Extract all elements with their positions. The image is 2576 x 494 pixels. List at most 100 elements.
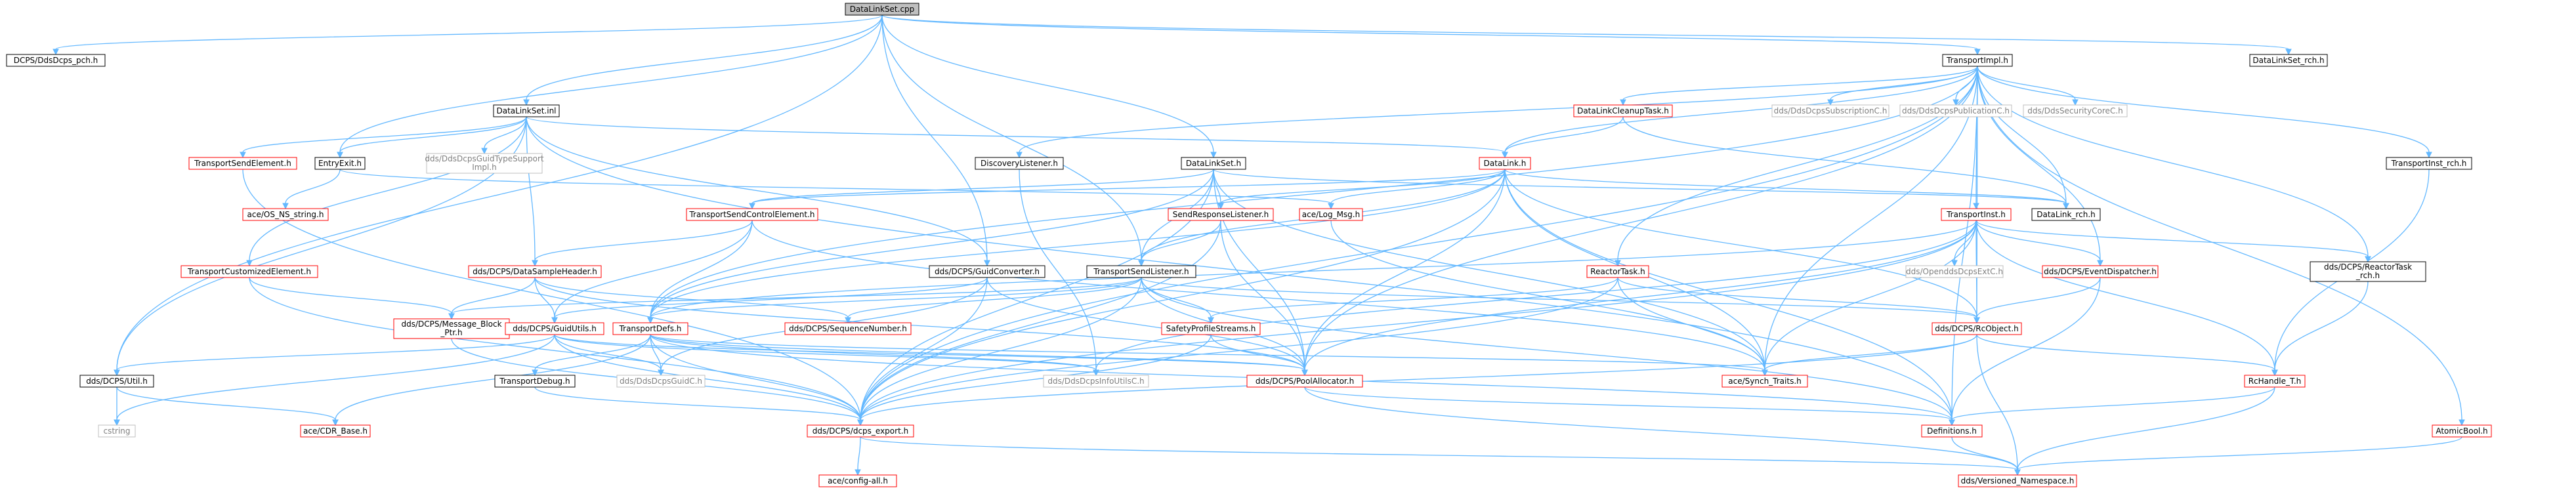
node-guidconv[interactable]: dds/DCPS/GuidConverter.h — [929, 265, 1045, 278]
node-reactorrch[interactable]: dds/DCPS/ReactorTask_rch.h — [2310, 261, 2426, 282]
node-rchandle[interactable]: RcHandle_T.h — [2244, 375, 2306, 388]
node-osns[interactable]: ace/OS_NS_string.h — [242, 208, 329, 221]
edge-datalinkh-to-definitions — [1504, 169, 1953, 421]
node-synchtraits[interactable]: ace/Synch_Traits.h — [1721, 375, 1808, 388]
edge-dcpsexport-to-aceconfig — [857, 436, 861, 470]
node-label: TransportImpl.h — [1946, 56, 2008, 65]
node-rcobj[interactable]: dds/DCPS/RcObject.h — [1932, 322, 2022, 335]
edge-arrowhead — [1210, 152, 1217, 159]
node-cdrbase[interactable]: ace/CDR_Base.h — [300, 424, 371, 438]
edge-tdefs-to-synchtraits — [650, 334, 1765, 371]
node-sendresp[interactable]: SendResponseListener.h — [1168, 208, 1274, 221]
node-safety[interactable]: SafetyProfileStreams.h — [1161, 322, 1261, 335]
node-box — [300, 424, 371, 438]
edge-arrowhead — [523, 99, 530, 106]
edge-dlsinl-to-datalinkh — [526, 116, 1506, 153]
node-cstring[interactable]: cstring — [98, 424, 136, 438]
node-guidutils[interactable]: dds/DCPS/GuidUtils.h — [505, 322, 604, 335]
edge-sendresp-to-dcpsexport — [860, 220, 1221, 421]
edge-arrowhead — [1762, 369, 1768, 377]
node-dlsrch[interactable]: DataLinkSet_rch.h — [2249, 54, 2328, 67]
node-dlrch[interactable]: DataLink_rch.h — [2031, 208, 2101, 221]
edge-arrowhead — [240, 152, 246, 159]
edge-safety-to-dcpsexport — [860, 334, 1212, 421]
edge-arrowhead — [532, 260, 538, 267]
edge-arrowhead — [532, 369, 538, 377]
node-atomicbool[interactable]: AtomicBool.h — [2432, 424, 2492, 438]
edge-guidconv-to-dcpsexport — [860, 277, 988, 421]
node-subc[interactable]: dds/DdsDcpsSubscriptionC.h — [1771, 104, 1890, 117]
node-disclist[interactable]: DiscoveryListener.h — [975, 157, 1064, 170]
node-dlsinl[interactable]: DataLinkSet.inl — [493, 104, 560, 117]
node-definitions[interactable]: Definitions.h — [1921, 424, 1983, 438]
edge-tih-to-atomicbool — [1977, 66, 2462, 421]
edge-dlcleanup-to-datalinkh — [1504, 116, 1624, 153]
node-acelog[interactable]: ace/Log_Msg.h — [1299, 208, 1363, 221]
node-pch[interactable]: DCPS/DdsDcps_pch.h — [6, 54, 106, 67]
node-versioned[interactable]: dds/Versioned_Namespace.h — [1958, 474, 2077, 487]
node-guidc[interactable]: dds/DdsDcpsGuidC.h — [616, 375, 706, 388]
edge-arrowhead — [1328, 203, 1334, 210]
edge-datalinkh-to-tsendctrl — [751, 169, 1506, 204]
edge-tdefs-to-poolalloc — [650, 334, 1305, 371]
node-tdebug[interactable]: TransportDebug.h — [494, 375, 576, 388]
node-label: dds/DdsDcpsGuidC.h — [620, 377, 702, 386]
node-box — [1573, 104, 1673, 117]
edge-arrowhead — [2271, 369, 2278, 377]
edge-tdefs-to-infoutils — [650, 334, 1097, 371]
edge-arrowhead — [53, 49, 59, 56]
node-box — [1086, 265, 1196, 278]
node-box — [493, 104, 560, 117]
node-datalinkh[interactable]: DataLink.h — [1479, 157, 1531, 170]
edge-dcpsutil-to-cdrbase — [116, 386, 336, 421]
node-box — [2432, 424, 2492, 438]
edge-root-to-dlsrch — [881, 14, 2289, 50]
edge-arrowhead — [2365, 256, 2371, 263]
node-dsheader[interactable]: dds/DCPS/DataSampleHeader.h — [468, 265, 602, 278]
edge-tinst-to-rchandle — [1975, 220, 2275, 371]
node-box — [1932, 322, 2022, 335]
node-opendds[interactable]: dds/OpenddsDcpsExtC.h — [1905, 265, 2004, 278]
node-box — [1161, 322, 1261, 335]
node-tsendelem[interactable]: TransportSendElement.h — [188, 157, 297, 170]
node-tcustom[interactable]: TransportCustomizedElement.h — [180, 265, 318, 278]
node-dlcleanup[interactable]: DataLinkCleanupTask.h — [1573, 104, 1673, 117]
node-box — [616, 375, 706, 388]
node-dcpsutil[interactable]: dds/DCPS/Util.h — [79, 375, 154, 388]
node-box — [1905, 265, 2004, 278]
node-tinstrch[interactable]: TransportInst_rch.h — [2386, 157, 2472, 170]
edge-arrowhead — [845, 317, 851, 324]
node-seqnum[interactable]: dds/DCPS/SequenceNumber.h — [784, 322, 912, 335]
edge-tih-to-poolalloc — [1304, 66, 1978, 371]
node-dcpsexport[interactable]: dds/DCPS/dcps_export.h — [807, 424, 914, 438]
node-label: ace/Log_Msg.h — [1302, 210, 1360, 219]
node-label: TransportDebug.h — [499, 377, 570, 386]
node-box — [314, 157, 366, 170]
edge-arrowhead — [246, 260, 253, 267]
node-poolalloc[interactable]: dds/DCPS/PoolAllocator.h — [1246, 375, 1363, 388]
edge-rcobj-to-synchtraits — [1764, 334, 1977, 371]
node-aceconfig[interactable]: ace/config-all.h — [818, 474, 897, 487]
node-secc[interactable]: dds/DdsSecurityCoreC.h — [2023, 104, 2128, 117]
edge-tih-to-synchtraits — [1764, 66, 1978, 371]
node-reactortask[interactable]: ReactorTask.h — [1586, 265, 1649, 278]
node-box — [2249, 54, 2328, 67]
node-entryexit[interactable]: EntryExit.h — [314, 157, 366, 170]
node-infoutils[interactable]: dds/DdsDcpsInfoUtilsC.h — [1043, 375, 1149, 388]
node-evdisp[interactable]: dds/DCPS/EventDispatcher.h — [2042, 265, 2159, 278]
node-tsendlist[interactable]: TransportSendListener.h — [1086, 265, 1196, 278]
node-tih[interactable]: TransportImpl.h — [1942, 54, 2013, 67]
node-msgblock[interactable]: dds/DCPS/Message_Block_Ptr.h — [393, 318, 510, 339]
node-pubc[interactable]: dds/DdsDcpsPublicationC.h — [1899, 104, 2012, 117]
node-tinst[interactable]: TransportInst.h — [1941, 208, 2012, 221]
node-box — [1721, 375, 1808, 388]
node-datalinkset[interactable]: DataLinkSet.h — [1181, 157, 1246, 170]
node-box — [1181, 157, 1246, 170]
node-tsendctrl[interactable]: TransportSendControlElement.h — [686, 208, 818, 221]
edge-atomicbool-to-versioned — [2017, 436, 2462, 470]
edge-tsendlist-to-msgblock — [451, 277, 1142, 314]
node-tdefs[interactable]: TransportDefs.h — [612, 322, 688, 335]
node-label: TransportSendElement.h — [194, 159, 291, 168]
edge-reactortask-to-synchtraits — [1617, 277, 1765, 371]
